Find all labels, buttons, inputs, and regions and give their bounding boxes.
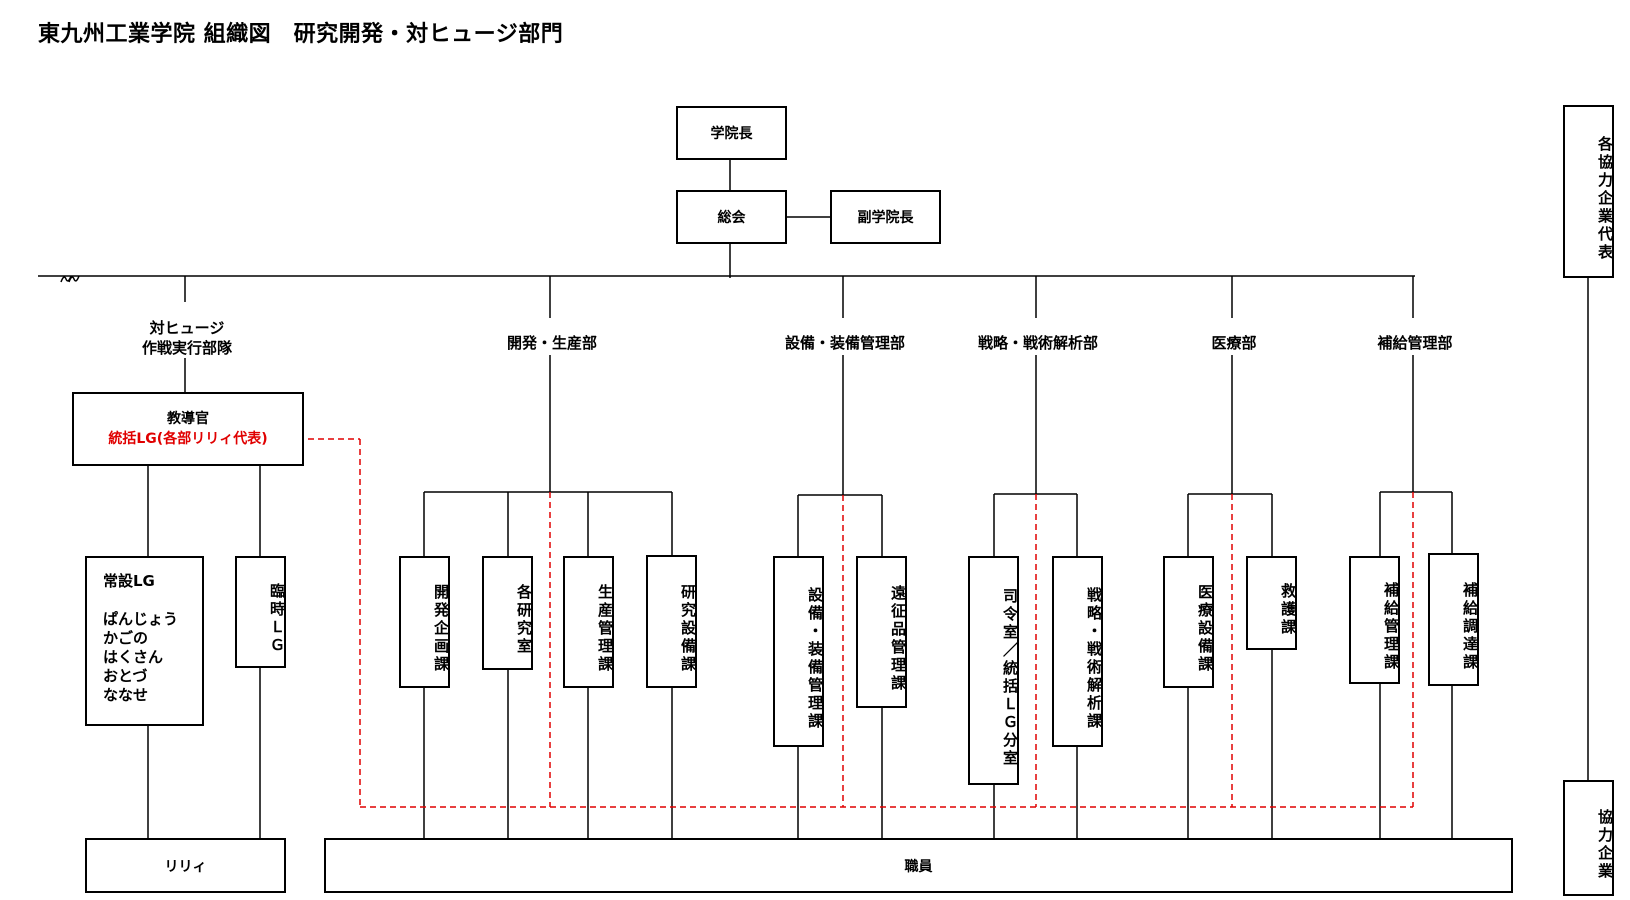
staff-box: 職員 <box>324 838 1513 893</box>
instructor-box: 教導官 統括LG(各部リリィ代表) <box>72 392 304 466</box>
section-box: 補給調達課 <box>1428 553 1479 686</box>
temporary-lg-box: 臨時ＬＧ <box>235 556 286 668</box>
council-box: 総会 <box>676 190 787 244</box>
section-box: 生産管理課 <box>563 556 614 688</box>
department-label: 開発・生産部 <box>500 332 604 353</box>
break-mark-icon <box>60 275 80 283</box>
combat-unit-label: 対ヒュージ 作戦実行部隊 <box>130 318 244 358</box>
lg-member: はくさん <box>103 648 164 666</box>
section-box: 戦略・戦術解析課 <box>1052 556 1103 747</box>
partner-companies-box: 協力企業 <box>1563 780 1614 896</box>
section-box: 設備・装備管理課 <box>773 556 824 747</box>
department-label: 戦略・戦術解析部 <box>966 332 1110 353</box>
lg-member: かごの <box>103 629 149 647</box>
instructor-title: 教導官 <box>167 411 209 427</box>
section-box: 遠征品管理課 <box>856 556 907 708</box>
section-box: 救護課 <box>1246 556 1297 650</box>
principal-box: 学院長 <box>676 106 787 160</box>
vice-principal-box: 副学院長 <box>830 190 941 244</box>
department-label: 医療部 <box>1202 332 1266 353</box>
page-title: 東九州工業学院 組織図 研究開発・対ヒュージ部門 <box>38 22 564 47</box>
section-box: 研究設備課 <box>646 555 697 688</box>
section-box: 司令室／統括ＬＧ分室 <box>968 556 1019 785</box>
combat-unit-line2: 作戦実行部隊 <box>141 339 232 357</box>
lg-member: おとづ <box>103 667 148 685</box>
permanent-lg-title: 常設LG <box>103 572 155 590</box>
lily-box: リリィ <box>85 838 286 893</box>
section-box: 各研究室 <box>482 556 533 670</box>
section-box: 医療設備課 <box>1163 556 1214 688</box>
lg-member: ななせ <box>103 686 149 704</box>
combat-unit-line1: 対ヒュージ <box>149 319 225 337</box>
lg-member: ぱんじょう <box>103 610 179 628</box>
section-box: 開発企画課 <box>399 556 450 688</box>
partner-representative-box: 各協力企業代表 <box>1563 105 1614 278</box>
section-box: 補給管理課 <box>1349 556 1400 684</box>
department-label: 補給管理部 <box>1363 332 1467 353</box>
permanent-lg-box: 常設LG ぱんじょう かごの はくさん おとづ ななせ <box>85 556 204 726</box>
department-label: 設備・装備管理部 <box>773 332 917 353</box>
instructor-subtitle: 統括LG(各部リリィ代表) <box>108 431 268 447</box>
